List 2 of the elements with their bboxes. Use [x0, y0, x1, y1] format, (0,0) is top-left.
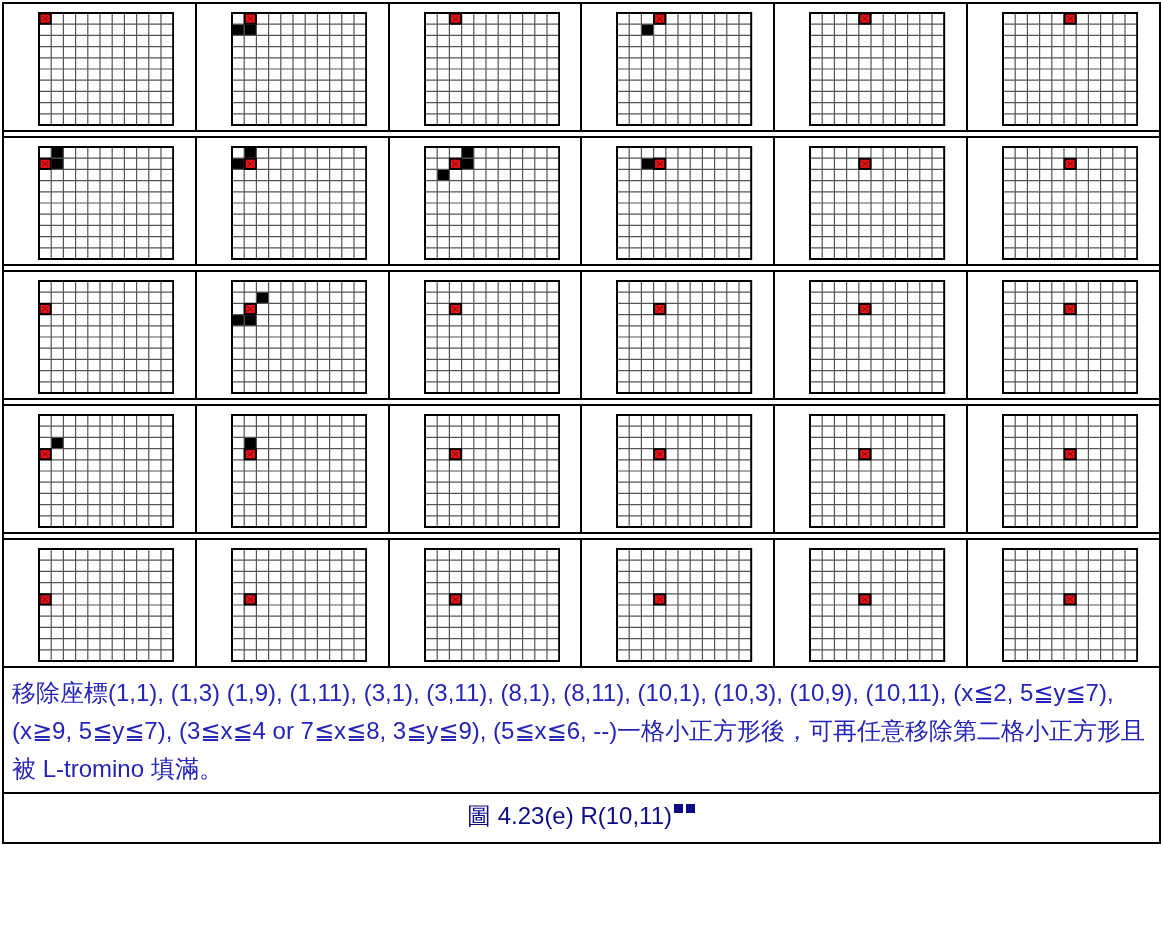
caption: 圖 4.23(e) R(10,11): [467, 802, 672, 829]
note-text: 移除座標(1,1), (1,3) (1,9), (1,11), (3,1), (3,11), (8,1), (8,11), (10,1), (10,3), (10,9), (10,11), (x≦2, 5≦y≦7), (x≧9, 5≦y≦7), (3≦x≦4 or 7≦x≦8, 3≦y≦9), (5≦x≦6, --)一格小正方形後，可再任意移除第二格小正方形且被 L-tromino 填滿。: [4, 668, 1159, 794]
